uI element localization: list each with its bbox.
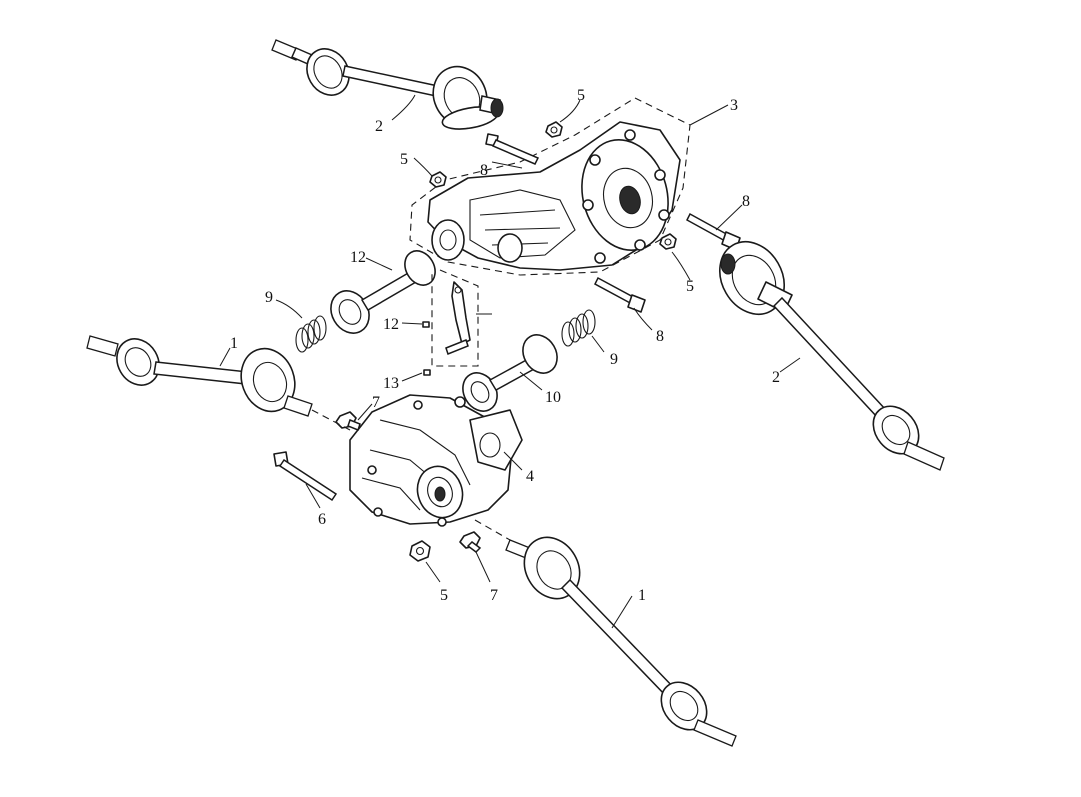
bolt-8-bottom: [594, 276, 646, 313]
pin-12-upper: [422, 321, 430, 328]
rear-drive-shaft-right: [719, 241, 945, 471]
callout-1-lower: 1: [638, 587, 646, 604]
callout-6: 6: [318, 511, 326, 528]
bolt-6-long: [273, 451, 338, 502]
bolt-8-top: [485, 133, 540, 165]
callout-12-lower: 13: [383, 375, 399, 392]
rear-drive-shaft-left: [271, 39, 504, 130]
callout-8-top: 8: [480, 162, 488, 179]
callout-8-right: 8: [742, 193, 750, 210]
callout-2-upper: 2: [375, 118, 383, 135]
nut-5-right: [659, 233, 677, 250]
callout-5-right: 5: [686, 278, 694, 295]
propeller-shaft-front: [330, 250, 436, 334]
callout-3: 3: [730, 97, 738, 114]
callout-7-lower: 7: [490, 587, 498, 604]
callout-9-left: 9: [265, 289, 273, 306]
callout-4: 4: [526, 468, 534, 485]
front-drive-shaft-left: [86, 335, 313, 417]
callout-8-bottom: 8: [656, 328, 664, 345]
shift-lever-13: [431, 269, 479, 367]
propeller-shaft-rear: [462, 334, 558, 412]
centerline-shaft1-right: [474, 519, 511, 541]
rear-differential-housing: [409, 97, 691, 276]
bolt-7-upper: [335, 411, 361, 431]
leader-lines: [219, 94, 801, 629]
callout-2-lower: 2: [772, 369, 780, 386]
bolt-7-lower: [459, 531, 482, 553]
callout-7-upper: 7: [372, 394, 380, 411]
callout-10: 10: [545, 389, 561, 406]
pin-12-lower: [423, 369, 431, 376]
callout-5-lower: 5: [440, 587, 448, 604]
nut-5-upper-left: [429, 171, 447, 188]
front-drive-shaft-right: [505, 536, 737, 747]
bolt-8-right: [686, 212, 741, 251]
spring-9-right: [561, 309, 596, 347]
nut-5-upper-right: [545, 121, 563, 138]
callout-9-right: 9: [610, 351, 618, 368]
callout-5-top: 5: [577, 87, 585, 104]
nut-5-lower: [409, 540, 431, 562]
front-differential-housing: [349, 394, 523, 527]
spring-9-left: [295, 315, 327, 353]
callout-12-upper: 12: [383, 316, 399, 333]
callout-1-upper: 1: [230, 335, 238, 352]
callout-11: 12: [350, 249, 366, 266]
callout-5-left: 5: [400, 151, 408, 168]
